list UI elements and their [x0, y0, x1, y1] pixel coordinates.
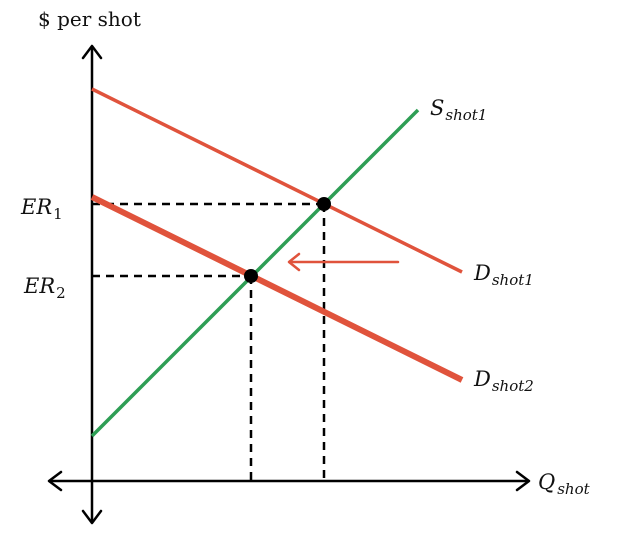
- demand-shift-arrow: [287, 252, 400, 272]
- demand-curve-2-label: Dshot2: [473, 367, 534, 395]
- price-label-er1-sub: 1: [53, 205, 63, 223]
- price-label-er2: ER2: [23, 274, 66, 302]
- price-label-er1-main: ER: [20, 195, 52, 219]
- demand-curve-1-label-sub: shot1: [492, 271, 534, 289]
- equilibrium-point-1: [317, 197, 331, 211]
- y-axis-up-arrow: [81, 44, 103, 60]
- x-axis: [47, 470, 531, 492]
- x-axis-title-main: Q: [538, 470, 555, 494]
- supply-curve-label-sub: shot1: [445, 106, 487, 124]
- supply-curve-label-main: S: [430, 96, 444, 120]
- demand-curve-2: [90, 194, 464, 383]
- y-axis-down-arrow: [81, 509, 103, 525]
- guide-lines: [92, 202, 326, 481]
- demand-curve-2-label-main: D: [473, 367, 491, 391]
- price-label-er2-main: ER: [23, 274, 55, 298]
- demand-curve-1-label-main: D: [473, 261, 491, 285]
- x-axis-right-arrow: [515, 470, 531, 492]
- x-axis-title-sub: shot: [557, 480, 590, 498]
- demand-curve-1: [91, 87, 463, 274]
- supply-curve-label: Sshot1: [430, 96, 487, 124]
- x-axis-left-arrow: [47, 470, 63, 492]
- demand-curve-2-label-sub: shot2: [492, 377, 534, 395]
- y-axis-title: $ per shot: [38, 7, 141, 31]
- price-label-er2-sub: 2: [56, 284, 66, 302]
- price-label-er1: ER1: [20, 195, 63, 223]
- equilibrium-point-2: [244, 269, 258, 283]
- demand-curve-1-label: Dshot1: [473, 261, 534, 289]
- y-axis: [81, 44, 103, 525]
